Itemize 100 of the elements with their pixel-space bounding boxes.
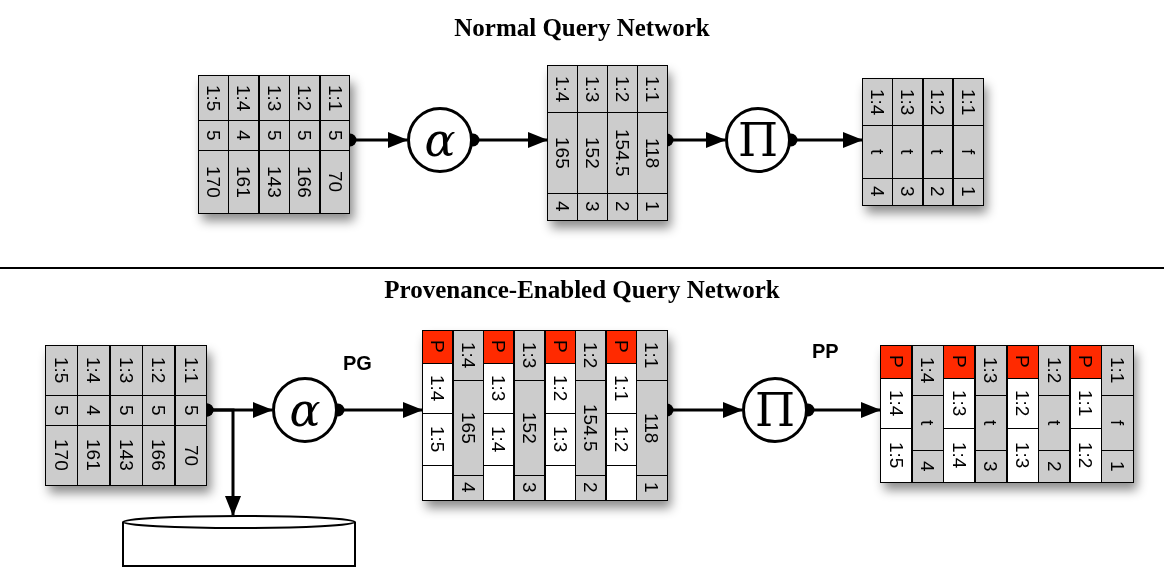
table-cell: 1:4: [943, 428, 976, 483]
table-cell: 1:2: [544, 363, 576, 414]
table-cell: 2: [1038, 450, 1071, 483]
table-cell: 5: [258, 120, 290, 151]
table-cell: 1:4: [483, 413, 515, 466]
table-cell: 4: [862, 178, 893, 206]
table-cell: 1:3: [974, 345, 1007, 396]
table-cell: 1: [637, 193, 668, 221]
table-cell: 1:1: [1101, 345, 1134, 396]
table-cell: 1:4: [880, 378, 913, 429]
table-cell: 4: [911, 450, 944, 483]
table-cell: 1:3: [483, 363, 515, 414]
table-cell: 1:2: [1006, 378, 1039, 429]
table-cell: 1:2: [922, 78, 954, 126]
table-cell: t: [1038, 395, 1071, 451]
section-heading: Normal Query Network: [454, 14, 710, 42]
table-cell: 1:2: [607, 65, 638, 113]
table-cell: 5: [109, 395, 143, 426]
table-cell: 5: [319, 120, 351, 151]
table-cell: 1:4: [228, 75, 260, 121]
table-cell: 1:2: [1038, 345, 1071, 396]
table-cell: 70: [174, 425, 208, 486]
table-cell: t: [911, 395, 944, 451]
table-cell: 118: [636, 380, 668, 476]
table-cell: 1:3: [258, 75, 290, 121]
table-cell: 1:5: [880, 428, 913, 483]
table-cell: f: [952, 125, 984, 179]
operator-circle: Π: [725, 107, 791, 173]
table-cell: P: [1006, 345, 1039, 379]
section-heading: Provenance-Enabled Query Network: [384, 276, 780, 304]
table-cell: P: [1069, 345, 1102, 379]
table-cell: P: [422, 330, 454, 364]
table-cell: t: [862, 125, 893, 179]
table-cell: 152: [577, 112, 608, 194]
table-cell: 1:3: [577, 65, 608, 113]
table-cell: 166: [289, 150, 321, 214]
table-cell: 1:2: [142, 345, 176, 396]
table-cell: 1:4: [452, 330, 484, 381]
operator-circle: α: [272, 377, 338, 443]
table-cell: 5: [142, 395, 176, 426]
table-cell: 70: [319, 150, 351, 214]
data-table: [862, 78, 983, 205]
table-cell: 1: [636, 475, 668, 501]
table-cell: P: [943, 345, 976, 379]
operator-circle: Π: [742, 377, 808, 443]
table-cell: 170: [198, 150, 229, 214]
table-cell: 1:3: [892, 78, 923, 126]
table-cell: 1:3: [109, 345, 143, 396]
table-cell: 1:2: [575, 330, 607, 381]
table-cell: 1: [952, 178, 984, 206]
operator-circle: α: [407, 107, 473, 173]
table-cell: 118: [637, 112, 668, 194]
table-cell: 3: [974, 450, 1007, 483]
table-cell: 1:5: [198, 75, 229, 121]
table-cell: 2: [575, 475, 607, 501]
table-cell: 2: [607, 193, 638, 221]
data-table: [880, 345, 1133, 482]
table-cell: 5: [198, 120, 229, 151]
table-cell: 1:1: [1069, 378, 1102, 429]
table-cell: 1:1: [319, 75, 351, 121]
table-cell: P: [880, 345, 913, 379]
table-cell: 166: [142, 425, 176, 486]
table-cell: 1: [1101, 450, 1134, 483]
table-cell: 152: [513, 380, 545, 476]
table-cell: 3: [513, 475, 545, 501]
table-cell: 1:2: [1069, 428, 1102, 483]
table-cell: 161: [228, 150, 260, 214]
table-cell: P: [605, 330, 637, 364]
table-cell: 154.5: [575, 380, 607, 476]
table-cell: 1:2: [605, 413, 637, 466]
table-cell: 4: [77, 395, 111, 426]
table-cell: 1:1: [605, 363, 637, 414]
table-cell: 1:3: [1006, 428, 1039, 483]
data-table: [422, 330, 667, 500]
table-cell: 1:4: [862, 78, 893, 126]
table-cell: 165: [452, 380, 484, 476]
table-cell: 5: [45, 395, 78, 426]
table-cell: 154.5: [607, 112, 638, 194]
table-cell: 143: [109, 425, 143, 486]
table-cell: 2: [922, 178, 954, 206]
data-table: [198, 75, 350, 213]
table-cell: P: [544, 330, 576, 364]
table-cell: 1:1: [952, 78, 984, 126]
table-cell: 1:5: [45, 345, 78, 396]
table-cell: 1:4: [547, 65, 578, 113]
table-cell: t: [922, 125, 954, 179]
table-cell: 1:4: [77, 345, 111, 396]
table-cell: 1:3: [513, 330, 545, 381]
table-cell: 165: [547, 112, 578, 194]
table-cell: 4: [452, 475, 484, 501]
table-cell: 143: [258, 150, 290, 214]
node-label: PP: [812, 340, 839, 363]
table-cell: 161: [77, 425, 111, 486]
table-cell: 1:2: [289, 75, 321, 121]
table-cell: 1:3: [943, 378, 976, 429]
table-cell: 3: [892, 178, 923, 206]
table-cell: 1:1: [636, 330, 668, 381]
table-cell: 1:1: [174, 345, 208, 396]
table-cell: P: [483, 330, 515, 364]
data-table: [45, 345, 207, 485]
